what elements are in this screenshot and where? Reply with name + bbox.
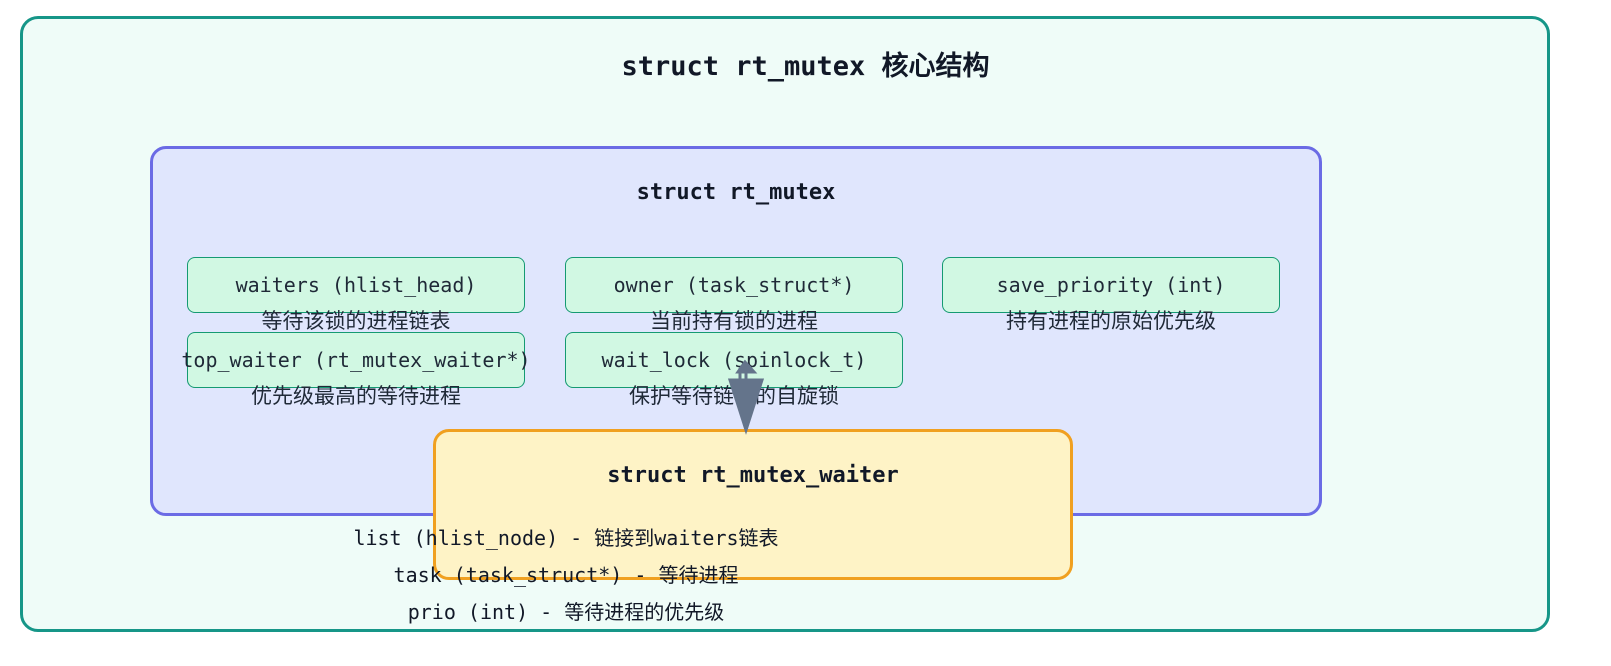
field-desc-waiters: 等待该锁的进程链表: [261, 309, 451, 333]
field-name-top-waiter: top_waiter (rt_mutex_waiter*): [181, 348, 531, 372]
field-box-waiters: [187, 257, 525, 313]
field-box-owner: [565, 257, 903, 313]
field-desc-save-priority: 持有进程的原始优先级: [1006, 309, 1216, 333]
arrowhead-down-icon: [727, 378, 765, 435]
rt-mutex-waiter-title: struct rt_mutex_waiter: [607, 463, 899, 488]
field-name-wait-lock: wait_lock (spinlock_t): [601, 348, 867, 372]
waiter-field-task: task (task_struct*) - 等待进程: [393, 563, 739, 587]
waiter-field-list: list (hlist_node) - 链接到waiters链表: [353, 526, 779, 550]
field-desc-owner: 当前持有锁的进程: [650, 309, 818, 333]
diagram-title: struct rt_mutex 核心结构: [621, 51, 990, 82]
field-desc-top-waiter: 优先级最高的等待进程: [251, 384, 461, 408]
field-box-save-priority: [942, 257, 1280, 313]
waiter-field-prio: prio (int) - 等待进程的优先级: [407, 600, 725, 624]
rt-mutex-waiter-box: [433, 429, 1073, 580]
field-box-top-waiter: [187, 332, 525, 388]
field-name-waiters: waiters (hlist_head): [235, 273, 477, 297]
field-name-owner: owner (task_struct*): [613, 273, 855, 297]
field-name-save-priority: save_priority (int): [996, 273, 1226, 297]
rt-mutex-title: struct rt_mutex: [636, 180, 836, 205]
